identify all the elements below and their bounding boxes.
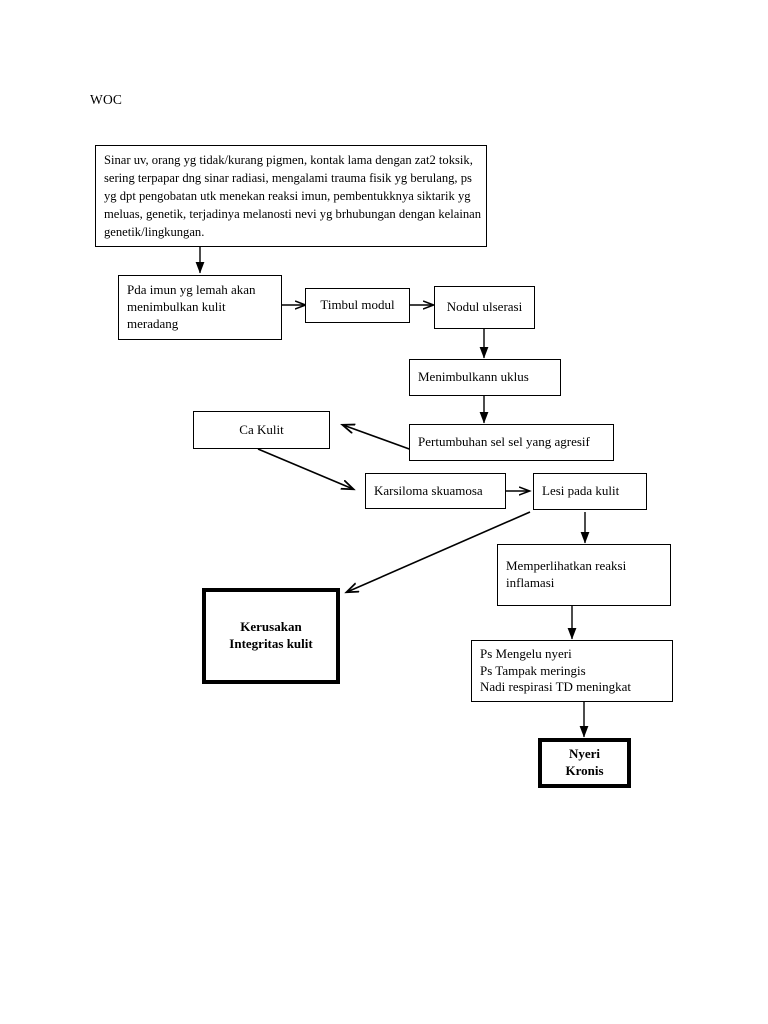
node-timbul-modul: Timbul modul — [305, 288, 410, 323]
node-ca-kulit: Ca Kulit — [193, 411, 330, 449]
node-karsiloma-skuamosa: Karsiloma skuamosa — [365, 473, 506, 509]
node-memperlihatkan-reaksi: Memperlihatkan reaksi inflamasi — [497, 544, 671, 606]
node-nyeri-kronis: Nyeri Kronis — [538, 738, 631, 788]
node-etiologi: Sinar uv, orang yg tidak/kurang pigmen, … — [95, 145, 487, 247]
edge-pertumbuhan-sel-to-ca-kulit — [343, 425, 413, 451]
node-pertumbuhan-sel: Pertumbuhan sel sel yang agresif — [409, 424, 614, 461]
page-title: WOC — [90, 92, 123, 107]
node-menimbulkann-uklus: Menimbulkann uklus — [409, 359, 561, 396]
node-lesi-pada-kulit: Lesi pada kulit — [533, 473, 647, 510]
node-nodul-ulserasi: Nodul ulserasi — [434, 286, 535, 329]
node-kerusakan-integritas: Kerusakan Integritas kulit — [202, 588, 340, 684]
node-pda-imun: Pda imun yg lemah akan menimbulkan kulit… — [118, 275, 282, 340]
edge-ca-kulit-to-karsiloma-skuamosa — [257, 448, 353, 489]
node-ps-mengelu: Ps Mengelu nyeri Ps Tampak meringis Nadi… — [471, 640, 673, 702]
